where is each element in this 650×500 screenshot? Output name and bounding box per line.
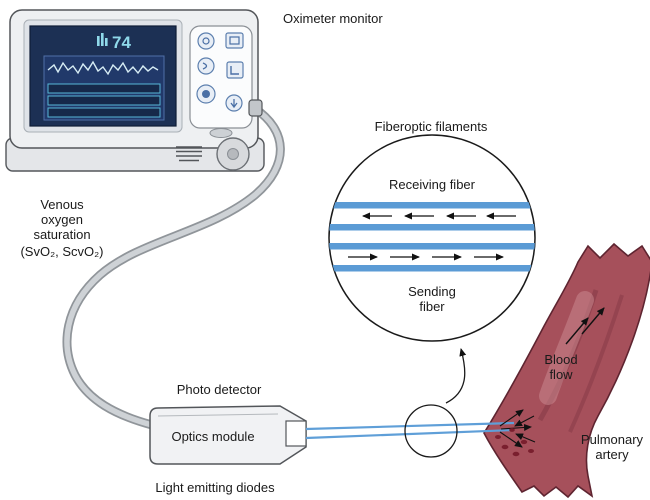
- artery-streak: [568, 294, 624, 433]
- red-blood-cells: [495, 428, 534, 457]
- svg-text:Blood: Blood: [544, 352, 577, 367]
- monitor-button-2: [225, 32, 244, 49]
- receiving-fiber-wall: [329, 224, 535, 231]
- screen-row: [47, 95, 161, 106]
- monitor-button-1: [197, 32, 215, 50]
- oximeter-monitor-device: 74: [5, 9, 265, 172]
- monitor-button-3: [197, 57, 215, 75]
- callout-pointer-arrow: [445, 348, 467, 404]
- sending-fiber-label-line1: Sending: [408, 284, 456, 299]
- pulmonary-artery-label: Pulmonary artery: [581, 432, 644, 462]
- saturation-value: 74: [112, 33, 131, 52]
- tip-callout-circle: [404, 404, 458, 458]
- svg-text:saturation: saturation: [33, 227, 90, 242]
- monitor-button-6: [225, 94, 243, 112]
- catheter-connector: [285, 420, 307, 447]
- monitor-button-5: [196, 84, 216, 104]
- fiberoptic-filaments-label: Fiberoptic filaments: [375, 119, 488, 134]
- svg-text:flow: flow: [549, 367, 573, 382]
- optics-module-device: [149, 405, 307, 465]
- module-seam: [157, 413, 279, 417]
- receiving-fiber-wall: [329, 202, 535, 209]
- photo-detector-label: Photo detector: [177, 382, 262, 397]
- sending-fiber-wall: [329, 243, 535, 250]
- screen-row: [47, 83, 161, 94]
- optics-module-label: Optics module: [171, 429, 254, 444]
- volume-knob: [216, 137, 250, 171]
- monitor-button-4: [226, 61, 244, 79]
- svg-text:oxygen: oxygen: [41, 212, 83, 227]
- receiving-fiber-label: Receiving fiber: [389, 177, 476, 192]
- svo2-waveform: [47, 60, 159, 76]
- svg-text:artery: artery: [595, 447, 629, 462]
- pulmonary-artery-vessel: [483, 242, 650, 499]
- screen-row: [47, 107, 161, 118]
- venous-oxygen-saturation-label: Venous oxygen saturation (SvO₂, ScvO₂): [20, 197, 103, 259]
- svg-text:Pulmonary: Pulmonary: [581, 432, 644, 447]
- optics-module-body: [149, 405, 307, 465]
- cable-connector: [248, 99, 263, 117]
- svg-text:Venous: Venous: [40, 197, 84, 212]
- artery-highlight: [539, 291, 594, 405]
- blood-flow-arrows: [565, 307, 605, 345]
- sending-fiber-wall: [329, 265, 535, 272]
- sending-fiber-label-line2: fiber: [419, 299, 445, 314]
- fiber-magnified-view: Receiving fiber Sending fiber: [328, 134, 536, 342]
- monitor-cable: [62, 99, 285, 430]
- svg-text:(SvO₂, ScvO₂): (SvO₂, ScvO₂): [20, 244, 103, 259]
- fiberoptic-catheter: [305, 421, 515, 440]
- catheter-tip-light-arrows: [499, 409, 536, 448]
- blood-flow-label: Blood flow: [544, 352, 577, 382]
- menu-pill-button: [209, 128, 233, 138]
- light-emitting-diodes-label: Light emitting diodes: [155, 480, 275, 495]
- speaker-grille: [176, 146, 202, 162]
- magnifier-circle: [328, 134, 536, 342]
- saturation-bars-icon: [97, 33, 108, 46]
- oximeter-monitor-label: Oximeter monitor: [283, 11, 383, 26]
